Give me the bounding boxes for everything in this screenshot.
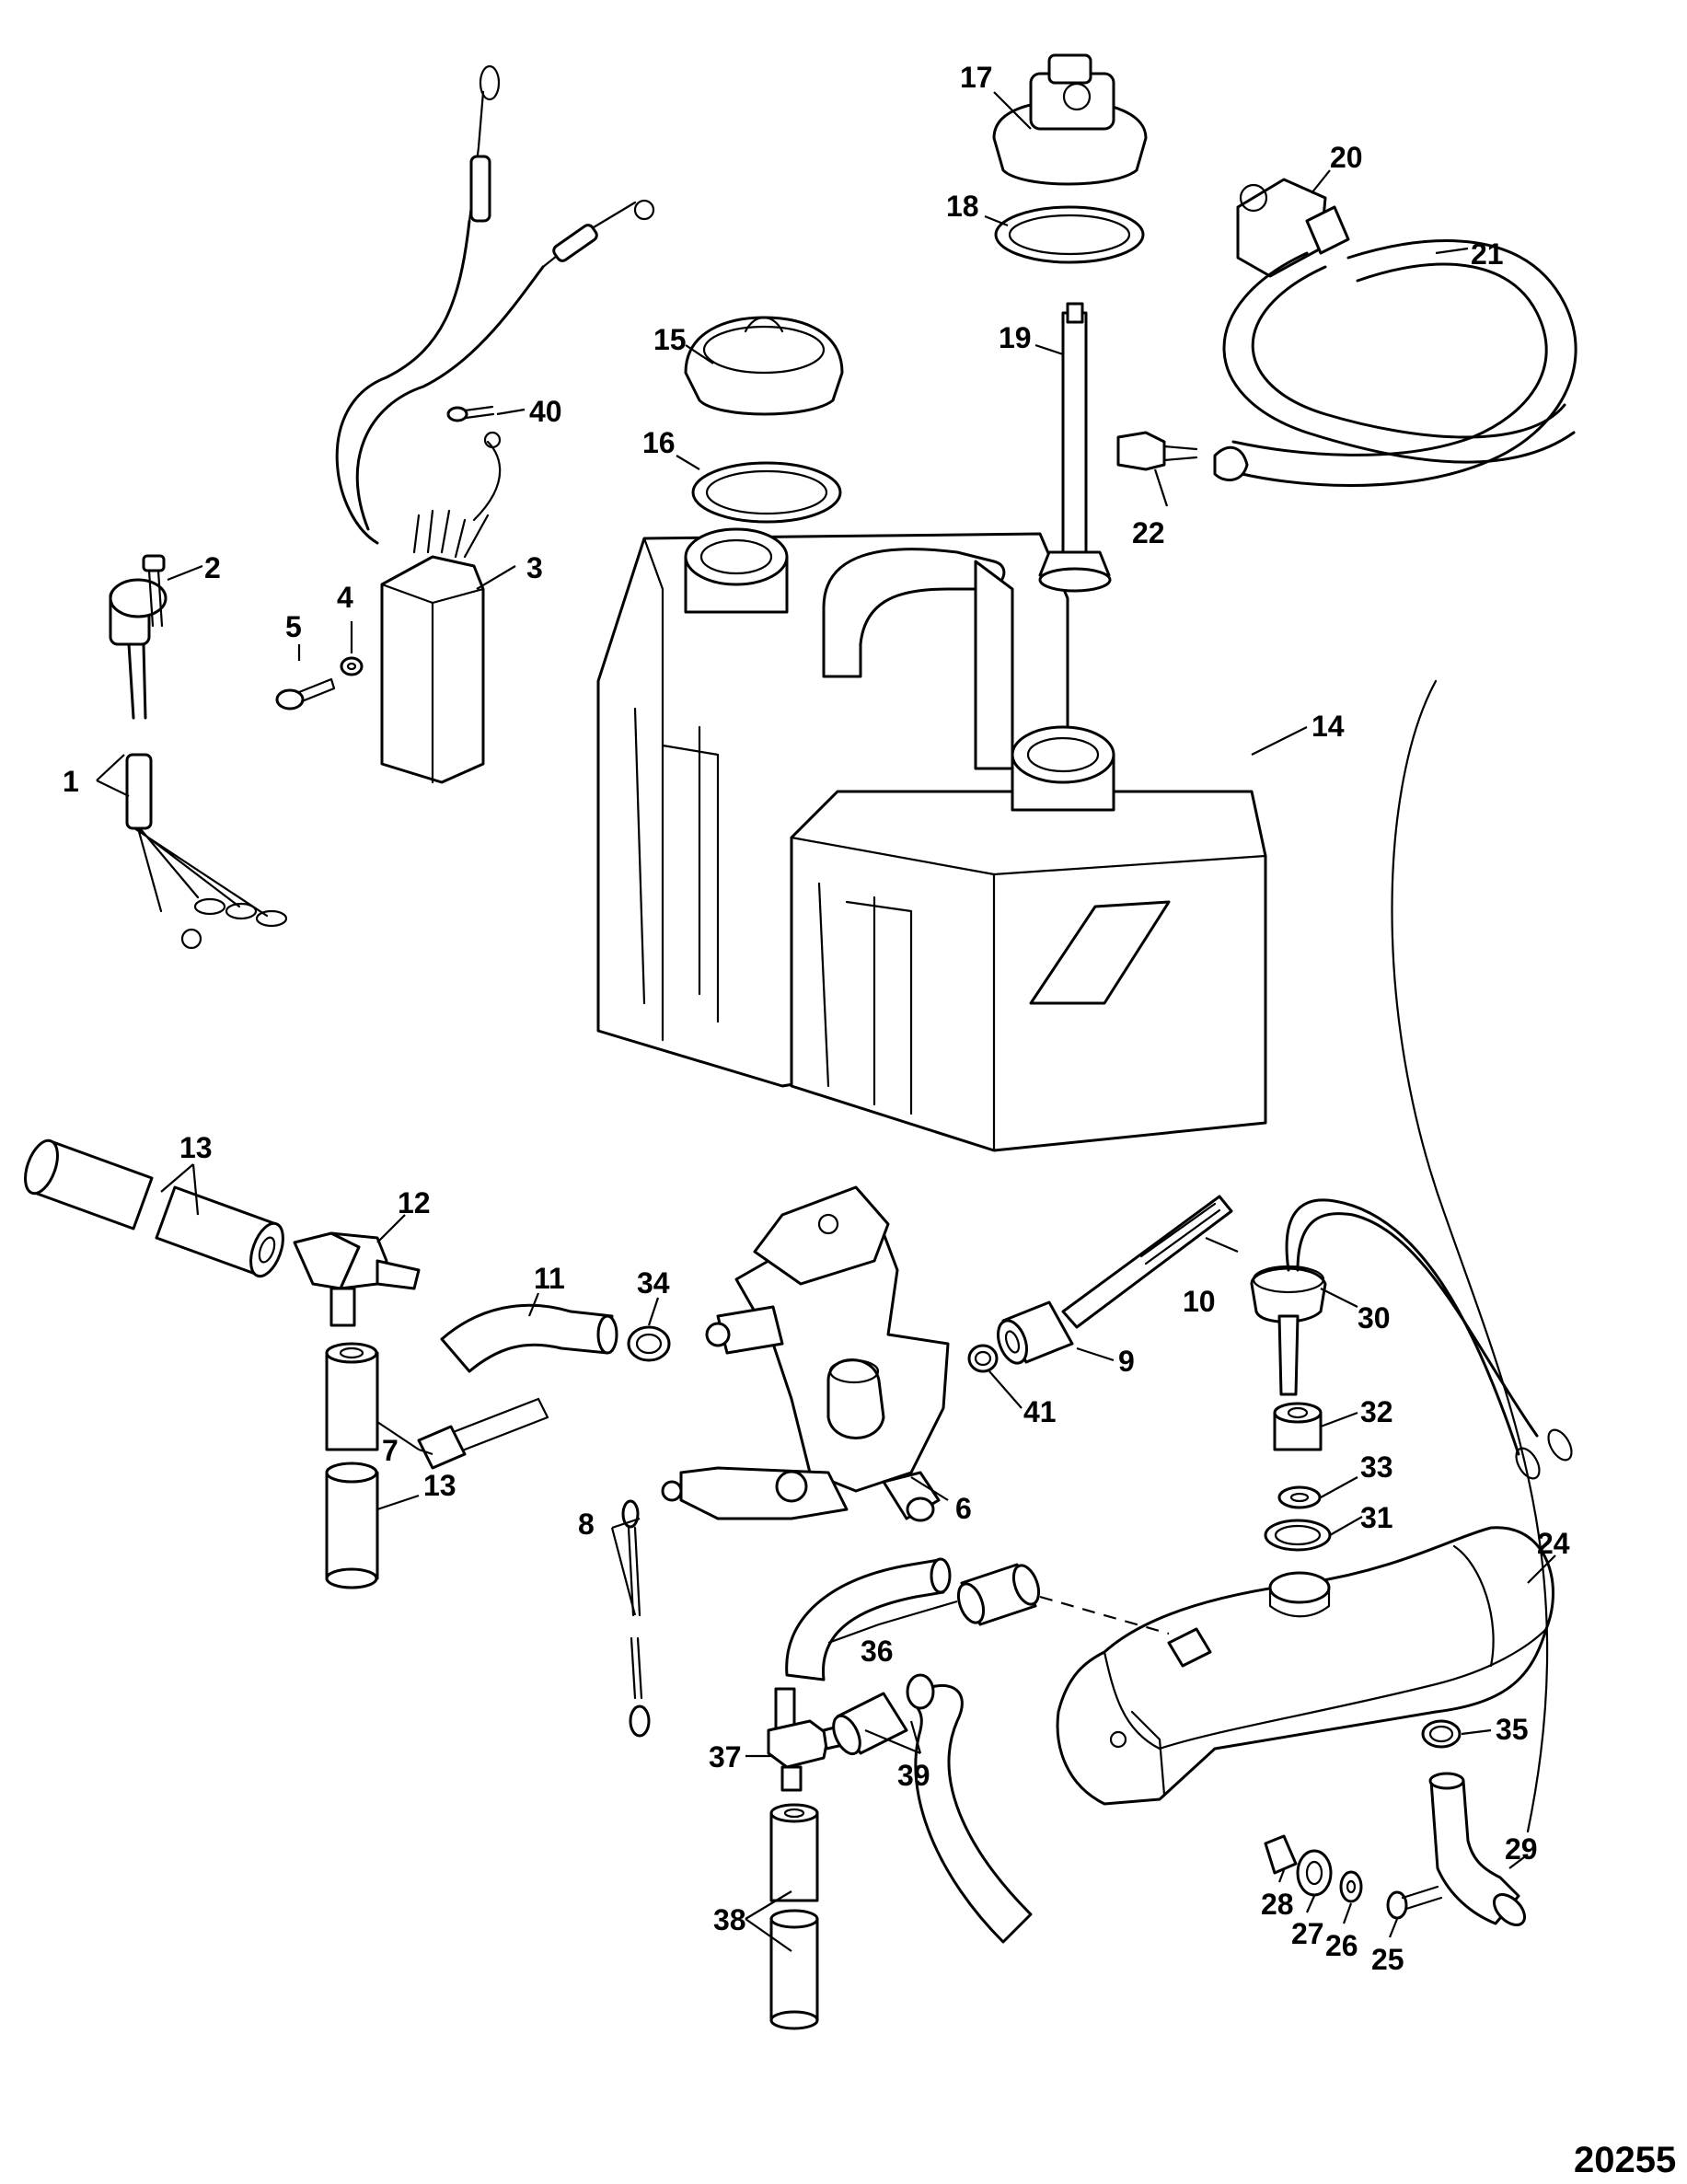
- part-17-cap-with-fittings: [992, 53, 1148, 186]
- callout-21: 21: [1471, 237, 1504, 271]
- part-2-screw: [142, 554, 166, 628]
- part-13-hoses-upper: [24, 1138, 284, 1278]
- part-8-link-rod: [621, 1499, 651, 1738]
- callout-4: 4: [337, 581, 353, 614]
- callout-38: 38: [713, 1903, 746, 1936]
- callout-18: 18: [946, 190, 979, 223]
- callout-36: 36: [861, 1635, 894, 1668]
- part-27-grommet: [1296, 1849, 1333, 1897]
- part-16-gasket: [691, 461, 842, 524]
- part-18-gasket: [994, 205, 1145, 264]
- callout-17: 17: [960, 61, 993, 94]
- part-15-cap: [684, 316, 844, 416]
- part-35-clamp: [1421, 1719, 1462, 1749]
- callout-12: 12: [398, 1186, 431, 1219]
- callout-13a: 13: [179, 1131, 213, 1164]
- callout-11: 11: [534, 1262, 565, 1295]
- figure-number: 20255: [1574, 2140, 1676, 2180]
- part-9-bushing: [996, 1300, 1074, 1365]
- callout-8: 8: [578, 1508, 595, 1541]
- callout-10: 10: [1183, 1285, 1216, 1318]
- part-22-fitting: [1116, 431, 1198, 471]
- part-29-hose: [1428, 1772, 1526, 1926]
- part-25-screw: [1386, 1885, 1443, 1920]
- callout-22: 22: [1132, 516, 1165, 549]
- callout-6: 6: [955, 1492, 972, 1525]
- callout-15: 15: [653, 323, 687, 356]
- part-24-reservoir: [1056, 1526, 1554, 1806]
- part-30-sender: [1250, 1198, 1573, 1480]
- part-39-hoses: [832, 1673, 1033, 1944]
- part-37-tee-fitting: [767, 1687, 849, 1792]
- part-28-insert: [1264, 1834, 1298, 1875]
- part-1-sensor-harness: [109, 578, 288, 950]
- part-4-washer: [340, 656, 364, 676]
- part-14-oil-tank: [596, 527, 1267, 1152]
- part-13-hoses-lower: [325, 1342, 379, 1589]
- callout-32: 32: [1360, 1395, 1393, 1428]
- callout-16: 16: [642, 426, 676, 459]
- callout-9: 9: [1118, 1345, 1135, 1378]
- callout-40: 40: [529, 395, 562, 428]
- part-33-lock-washer: [1277, 1485, 1322, 1509]
- part-41-o-ring: [967, 1344, 999, 1373]
- part-7-bolt: [417, 1397, 549, 1470]
- part-12-tee-fitting: [293, 1231, 421, 1327]
- part-21-hose: [1213, 239, 1577, 487]
- part-38-hoses: [769, 1803, 819, 2030]
- callout-31: 31: [1360, 1501, 1393, 1534]
- callout-28: 28: [1261, 1888, 1294, 1921]
- callout-19: 19: [999, 321, 1032, 354]
- callout-2: 2: [204, 551, 221, 584]
- callout-39: 39: [897, 1759, 930, 1792]
- callout-27: 27: [1291, 1917, 1324, 1950]
- outline-curve: [1391, 679, 1549, 1833]
- callout-24: 24: [1537, 1527, 1570, 1560]
- part-3-control-module: [335, 64, 655, 784]
- callout-14: 14: [1311, 710, 1345, 743]
- part-5-bolt: [275, 677, 336, 711]
- callout-34: 34: [637, 1266, 670, 1300]
- callout-labels: 1 2 3 4 5 6 7 8 9 10 11 12 13 13 14 15 1…: [63, 61, 1570, 1976]
- part-26-washer: [1339, 1870, 1363, 1903]
- callout-5: 5: [285, 610, 302, 643]
- part-36-hoses: [785, 1557, 1041, 1681]
- part-34-clamp: [627, 1325, 671, 1362]
- callout-20: 20: [1330, 141, 1363, 174]
- part-11-hose: [440, 1303, 618, 1373]
- callout-35: 35: [1496, 1713, 1529, 1746]
- callout-33: 33: [1360, 1450, 1393, 1484]
- part-10-drive-shaft: [1061, 1195, 1233, 1329]
- callout-3: 3: [526, 551, 543, 584]
- callout-30: 30: [1358, 1301, 1391, 1335]
- callout-26: 26: [1325, 1929, 1358, 1962]
- part-19-pickup-tube: [1038, 302, 1112, 593]
- callout-7: 7: [382, 1434, 399, 1467]
- part-40-screw: [446, 405, 495, 422]
- part-20-connector: [1236, 178, 1350, 278]
- connection-line: [1039, 1595, 1170, 1635]
- part-32-nut: [1273, 1402, 1323, 1451]
- callout-37: 37: [709, 1740, 742, 1774]
- callout-13b: 13: [423, 1469, 456, 1502]
- leader-lines: [96, 91, 1556, 1952]
- callout-29: 29: [1505, 1832, 1538, 1866]
- part-6-oil-pump: [661, 1185, 950, 1522]
- callout-41: 41: [1023, 1395, 1057, 1428]
- callout-25: 25: [1371, 1943, 1404, 1976]
- part-31-gasket: [1264, 1519, 1332, 1552]
- callout-1: 1: [63, 765, 79, 798]
